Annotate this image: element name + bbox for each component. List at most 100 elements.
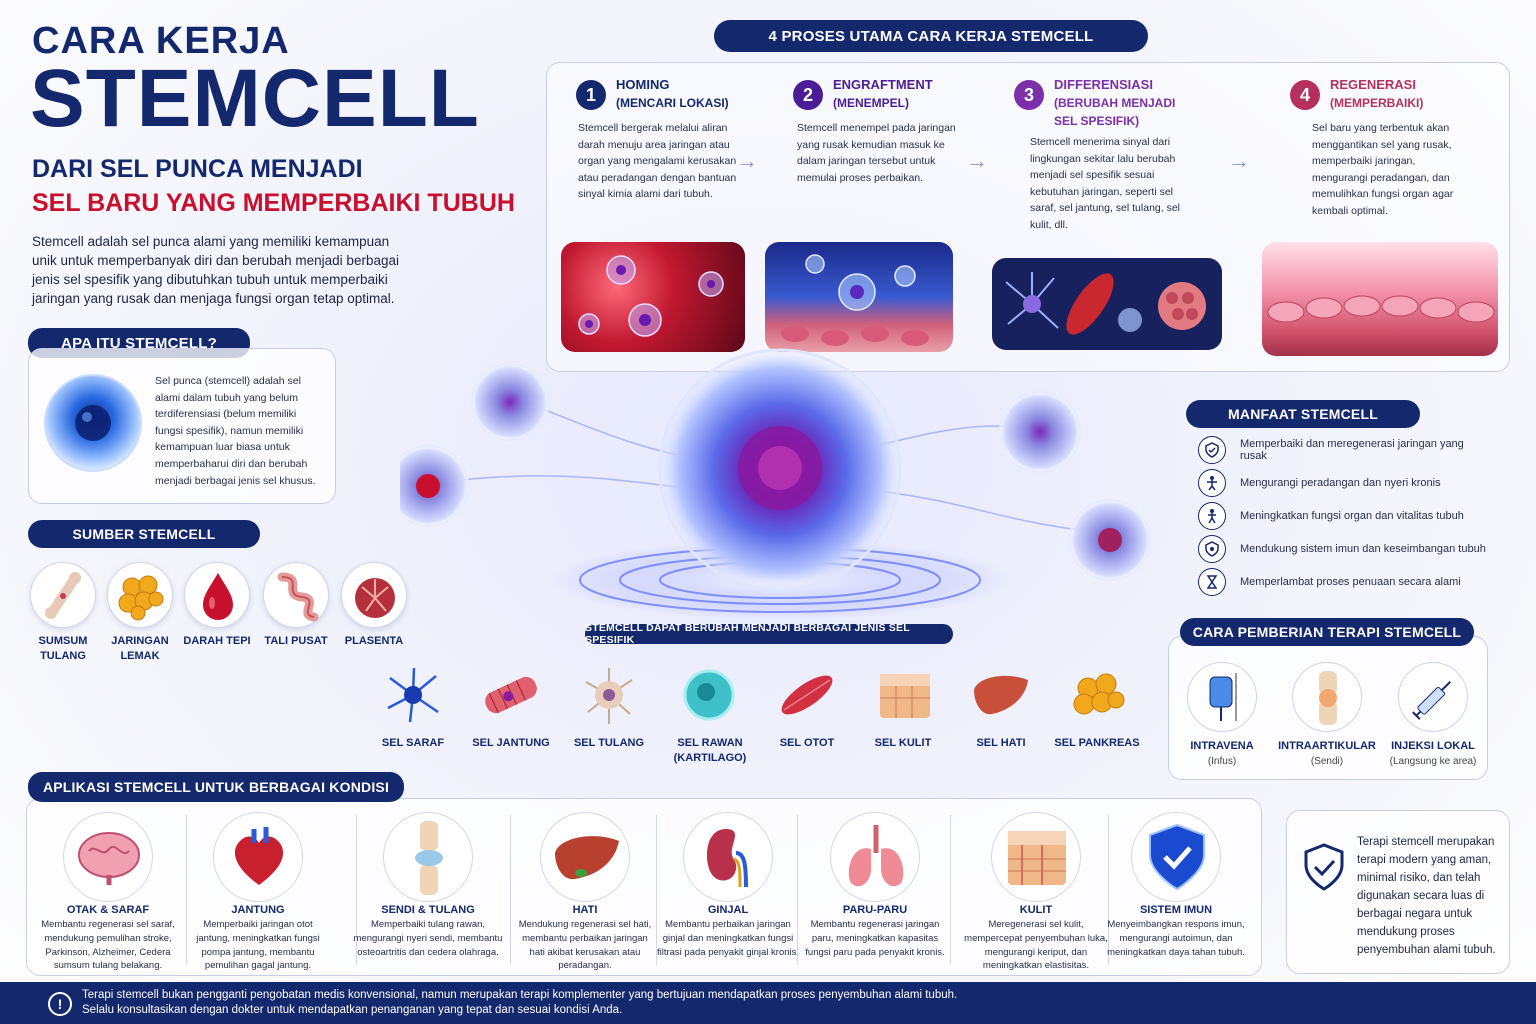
benefit-item: Memperbaiki dan meregenerasi jaringan ya… bbox=[1198, 435, 1488, 465]
regeneration-image bbox=[1262, 242, 1498, 356]
hourglass-icon bbox=[1198, 568, 1226, 596]
footer-line-1: Terapi stemcell bukan pengganti pengobat… bbox=[82, 989, 958, 1001]
arrow-right-icon: → bbox=[966, 148, 988, 173]
step-title: ENGRAFTMENT bbox=[833, 77, 933, 92]
benefits-title: MANFAAT STEMCELL bbox=[1186, 400, 1420, 428]
divider bbox=[797, 815, 798, 965]
cell-skin bbox=[872, 662, 938, 728]
cell-label: SEL SARAF bbox=[381, 737, 445, 749]
divider bbox=[950, 815, 951, 965]
joint-icon bbox=[383, 812, 473, 902]
app-desc: Membantu regenerasi sel saraf, mendukung… bbox=[41, 919, 175, 972]
homing-image bbox=[561, 242, 745, 352]
source-placenta bbox=[341, 562, 407, 628]
fat-tissue-icon bbox=[108, 563, 172, 634]
shield-check-icon bbox=[1198, 436, 1226, 464]
cell-label: SEL JANTUNG bbox=[472, 737, 550, 749]
divider bbox=[656, 815, 657, 965]
app-desc: Mendukung regenerasi sel hati, membantu … bbox=[518, 919, 652, 972]
pancreas-cell-icon bbox=[1066, 662, 1132, 733]
cell-cartilage bbox=[676, 662, 742, 728]
knee-joint-icon bbox=[1293, 663, 1361, 738]
process-title: 4 PROSES UTAMA CARA KERJA STEMCELL bbox=[714, 20, 1148, 52]
app-joint: SENDI & TULANG Memperbaiki tulang rawan, … bbox=[350, 812, 506, 959]
divider bbox=[510, 815, 511, 965]
kidney-icon bbox=[683, 812, 773, 902]
app-desc: Menyeimbangkan respons imun, mengurangi … bbox=[1107, 919, 1245, 958]
benefit-text: Memperlambat proses penuaan secara alami bbox=[1240, 576, 1461, 588]
step-desc: Stemcell bergerak melalui aliran darah m… bbox=[578, 122, 737, 200]
iv-bag-icon bbox=[1188, 663, 1256, 738]
therapy-iv bbox=[1187, 662, 1257, 732]
benefit-item: Memperlambat proses penuaan secara alami bbox=[1198, 567, 1488, 597]
app-name: PARU-PARU bbox=[842, 904, 908, 916]
title-main: STEMCELL bbox=[30, 53, 480, 144]
app-name: JANTUNG bbox=[231, 904, 285, 916]
source-fat bbox=[107, 562, 173, 628]
cell-pancreas bbox=[1066, 662, 1132, 728]
muscle-cell-icon bbox=[774, 662, 840, 733]
arrow-right-icon: → bbox=[1228, 148, 1250, 173]
app-desc: Memperbaiki tulang rawan, mengurangi nye… bbox=[353, 919, 503, 958]
umbilical-cord-icon bbox=[264, 563, 328, 634]
therapy-title: CARA PEMBERIAN TERAPI STEMCELL bbox=[1180, 618, 1474, 646]
app-desc: Membantu regenerasi jaringan paru, menin… bbox=[805, 919, 945, 958]
subtitle-line-1: DARI SEL PUNCA MENJADI bbox=[32, 155, 363, 183]
app-name: SENDI & TULANG bbox=[381, 904, 475, 916]
syringe-icon bbox=[1399, 663, 1467, 738]
body-icon bbox=[1198, 469, 1226, 497]
cell-label: SEL PANKREAS bbox=[1054, 737, 1140, 749]
engraftment-image bbox=[765, 242, 953, 352]
bone-cell-icon bbox=[576, 662, 642, 733]
sources-title: SUMBER STEMCELL bbox=[28, 520, 260, 548]
step-2: 2 ENGRAFTMENT(MENEMPEL) Stemcell menempe… bbox=[765, 62, 970, 372]
step-subtitle: (MENEMPEL) bbox=[833, 96, 909, 110]
source-blood bbox=[184, 562, 250, 628]
step-number: 4 bbox=[1290, 80, 1320, 110]
step-1: 1 HOMING(MENCARI LOKASI) Stemcell berger… bbox=[558, 62, 748, 372]
cell-heart bbox=[478, 662, 544, 728]
step-number: 3 bbox=[1014, 80, 1044, 110]
heart-icon bbox=[213, 812, 303, 902]
divider bbox=[356, 815, 357, 965]
step-title: DIFFERENSIASI bbox=[1054, 77, 1153, 92]
app-desc: Memperbaiki jaringan otot jantung, menin… bbox=[196, 919, 320, 972]
differentiation-image bbox=[992, 258, 1222, 350]
source-bone bbox=[30, 562, 96, 628]
footer-line-2: Selalu konsultasikan dengan dokter untuk… bbox=[82, 1004, 623, 1016]
cells-title: STEMCELL DAPAT BERUBAH MENJADI BERBAGAI … bbox=[585, 622, 953, 646]
source-label: JARINGAN LEMAK bbox=[111, 635, 169, 662]
benefit-text: Mengurangi peradangan dan nyeri kronis bbox=[1240, 477, 1441, 489]
step-title: HOMING bbox=[616, 77, 670, 92]
app-name: GINJAL bbox=[707, 904, 749, 916]
placenta-icon bbox=[342, 563, 406, 634]
app-name: OTAK & SARAF bbox=[66, 904, 150, 916]
central-stem-cell-illustration bbox=[387, 330, 1160, 630]
immune-shield-icon bbox=[1131, 812, 1221, 902]
cell-label: SEL OTOT bbox=[779, 737, 835, 749]
source-label: TALI PUSAT bbox=[264, 635, 328, 647]
therapy-sub: (Sendi) bbox=[1310, 756, 1344, 767]
divider bbox=[186, 815, 187, 965]
therapy-joint bbox=[1292, 662, 1362, 732]
skin-icon bbox=[991, 812, 1081, 902]
cell-label: SEL HATI bbox=[976, 737, 1026, 749]
safety-card: Terapi stemcell merupakan terapi modern … bbox=[1286, 810, 1510, 974]
app-heart: JANTUNG Memperbaiki jaringan otot jantung… bbox=[188, 812, 328, 973]
therapy-label: INTRAVENA bbox=[1190, 740, 1254, 752]
stem-cell-icon bbox=[41, 371, 145, 475]
heart-cell-icon bbox=[478, 662, 544, 733]
source-label: PLASENTA bbox=[344, 635, 404, 647]
info-icon: ! bbox=[48, 992, 72, 1016]
app-desc: Membantu perbaikan jaringan ginjal dan m… bbox=[656, 919, 800, 958]
therapy-injection bbox=[1398, 662, 1468, 732]
app-kidney: GINJAL Membantu perbaikan jaringan ginjal… bbox=[656, 812, 800, 959]
neuron-icon bbox=[380, 662, 446, 733]
app-name: KULIT bbox=[1019, 904, 1053, 916]
step-4: 4 REGENERASI(MEMPERBAIKI) Sel baru yang … bbox=[1260, 62, 1505, 372]
therapy-label: INJEKSI LOKAL bbox=[1391, 740, 1475, 752]
source-label: DARAH TEPI bbox=[183, 635, 251, 647]
bone-icon bbox=[31, 563, 95, 634]
